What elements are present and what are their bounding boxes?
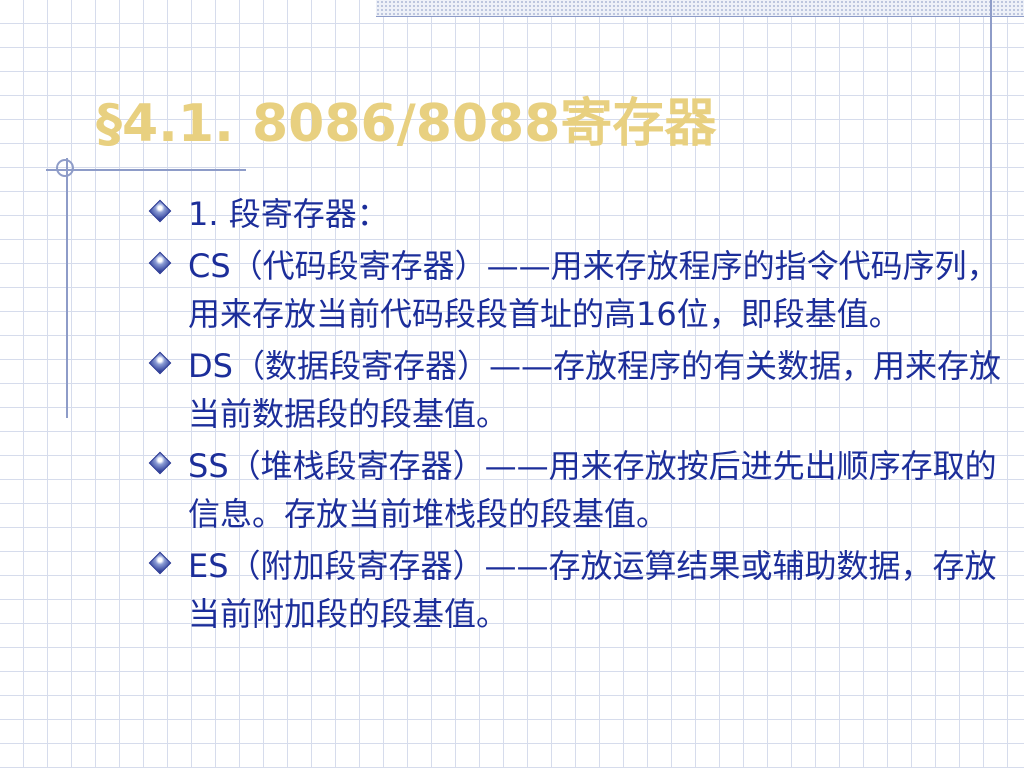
diamond-bullet-icon [148,199,172,223]
left-decorative-rule [66,158,68,418]
diamond-bullet-icon [148,251,172,275]
bullet-text: CS（代码段寄存器）——用来存放程序的指令代码序列，用来存放当前代码段段首址的高… [188,247,999,333]
bullet-item-ss: SS（堆栈段寄存器）——用来存放按后进先出顺序存取的信息。存放当前堆栈段的段基值… [140,442,1016,538]
diamond-bullet-icon [148,451,172,475]
circle-ornament-icon [56,159,74,177]
bullet-text: ES（附加段寄存器）——存放运算结果或辅助数据，存放当前附加段的段基值。 [188,547,997,633]
top-decorative-rule [376,16,1024,17]
bullet-item-ds: DS（数据段寄存器）——存放程序的有关数据，用来存放当前数据段的段基值。 [140,342,1016,438]
bullet-text: DS（数据段寄存器）——存放程序的有关数据，用来存放当前数据段的段基值。 [188,347,1001,433]
slide-title: §4.1. 8086/8088寄存器 [96,94,717,154]
header-pattern-band [376,0,1024,16]
bullet-item-segment-registers: 1. 段寄存器： [140,190,1016,238]
bullet-list: 1. 段寄存器： CS（代码段寄存器）——用来存放程序的指令代码序列，用来存放当… [140,190,1016,642]
title-underline-rule [46,169,246,171]
bullet-item-cs: CS（代码段寄存器）——用来存放程序的指令代码序列，用来存放当前代码段段首址的高… [140,242,1016,338]
diamond-bullet-icon [148,351,172,375]
bullet-text: SS（堆栈段寄存器）——用来存放按后进先出顺序存取的信息。存放当前堆栈段的段基值… [188,447,997,533]
diamond-bullet-icon [148,551,172,575]
bullet-text: 1. 段寄存器： [188,195,389,233]
right-decorative-rule [990,0,992,384]
bullet-item-es: ES（附加段寄存器）——存放运算结果或辅助数据，存放当前附加段的段基值。 [140,542,1016,638]
